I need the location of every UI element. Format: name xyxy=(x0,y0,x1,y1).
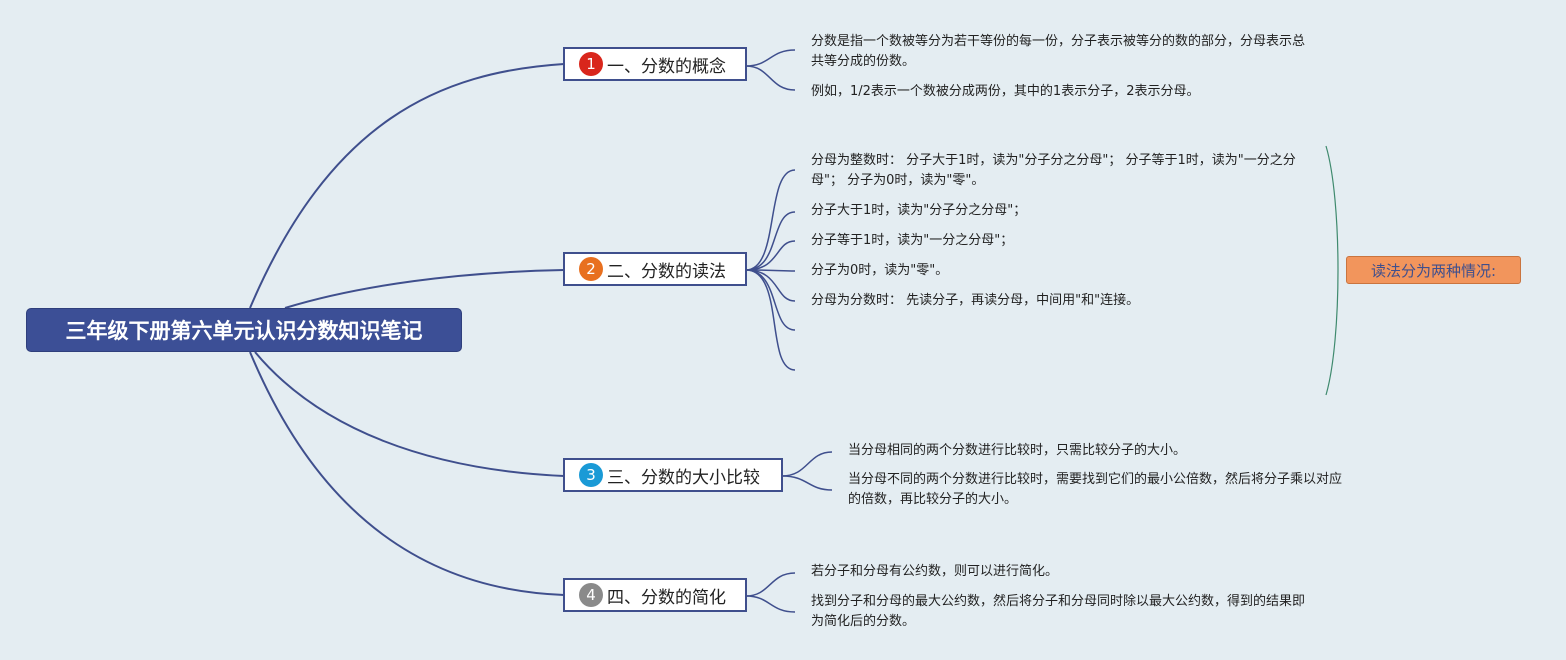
connector-root-topic-3 xyxy=(254,351,565,477)
reading-numerator-gt-1[interactable]: 分子大于1时，读为"分子分之分母"； xyxy=(811,203,1027,218)
simplify-common-divisor[interactable]: 若分子和分母有公约数，则可以进行简化。 xyxy=(811,564,1059,579)
reading-numerator-eq-1[interactable]: 分子等于1时，读为"一分之分母"； xyxy=(811,233,1014,248)
reading-integer-denominator[interactable]: 分母为整数时： 分子大于1时，读为"分子分之分母"； 分子等于1时，读为"一分之… xyxy=(811,153,1296,188)
topic-label: 二、分数的读法 xyxy=(607,261,726,282)
connector-root-topic-4 xyxy=(249,351,565,596)
number-4-icon: 4 xyxy=(579,583,603,607)
topic-label: 一、分数的概念 xyxy=(607,56,726,77)
connector-reading-2 xyxy=(745,211,796,271)
connector-simplify-2 xyxy=(745,595,796,613)
connector-concept-1 xyxy=(745,49,796,67)
connector-reading-3 xyxy=(745,240,796,271)
reading-numerator-zero[interactable]: 分子为0时，读为"零"。 xyxy=(811,263,949,278)
topic-reading[interactable]: 2 二、分数的读法 xyxy=(563,252,747,286)
number-2-icon: 2 xyxy=(579,257,603,281)
topic-concept[interactable]: 1 一、分数的概念 xyxy=(563,47,747,81)
summary-callout[interactable]: 读法分为两种情况: xyxy=(1346,256,1521,284)
simplify-method[interactable]: 找到分子和分母的最大公约数，然后将分子和分母同时除以最大公约数，得到的结果即为简… xyxy=(811,594,1306,629)
topic-simplify[interactable]: 4 四、分数的简化 xyxy=(563,578,747,612)
connector-reading-1 xyxy=(745,169,796,271)
topic-compare[interactable]: 3 三、分数的大小比较 xyxy=(563,458,783,492)
connector-compare-2 xyxy=(781,475,833,491)
connector-root-topic-1 xyxy=(249,63,565,309)
root-topic[interactable]: 三年级下册第六单元认识分数知识笔记 xyxy=(26,308,462,352)
summary-bracket xyxy=(1325,145,1339,396)
connector-compare-1 xyxy=(781,451,833,477)
number-3-icon: 3 xyxy=(579,463,603,487)
topic-label: 三、分数的大小比较 xyxy=(607,467,760,488)
connector-reading-5 xyxy=(745,269,796,302)
connector-concept-2 xyxy=(745,65,796,91)
compare-different-denominator[interactable]: 当分母不同的两个分数进行比较时，需要找到它们的最小公倍数，然后将分子乘以对应的倍… xyxy=(848,472,1343,507)
connector-root-topic-2 xyxy=(284,269,565,309)
reading-fraction-denominator[interactable]: 分母为分数时： 先读分子，再读分母，中间用"和"连接。 xyxy=(811,293,1140,308)
concept-definition[interactable]: 分数是指一个数被等分为若干等份的每一份，分子表示被等分的数的部分，分母表示总共等… xyxy=(811,34,1306,69)
connector-reading-7 xyxy=(745,269,796,371)
connector-simplify-1 xyxy=(745,572,796,597)
topic-label: 四、分数的简化 xyxy=(607,587,726,608)
compare-same-denominator[interactable]: 当分母相同的两个分数进行比较时，只需比较分子的大小。 xyxy=(848,443,1187,458)
number-1-icon: 1 xyxy=(579,52,603,76)
concept-example[interactable]: 例如，1/2表示一个数被分成两份，其中的1表示分子，2表示分母。 xyxy=(811,84,1200,99)
